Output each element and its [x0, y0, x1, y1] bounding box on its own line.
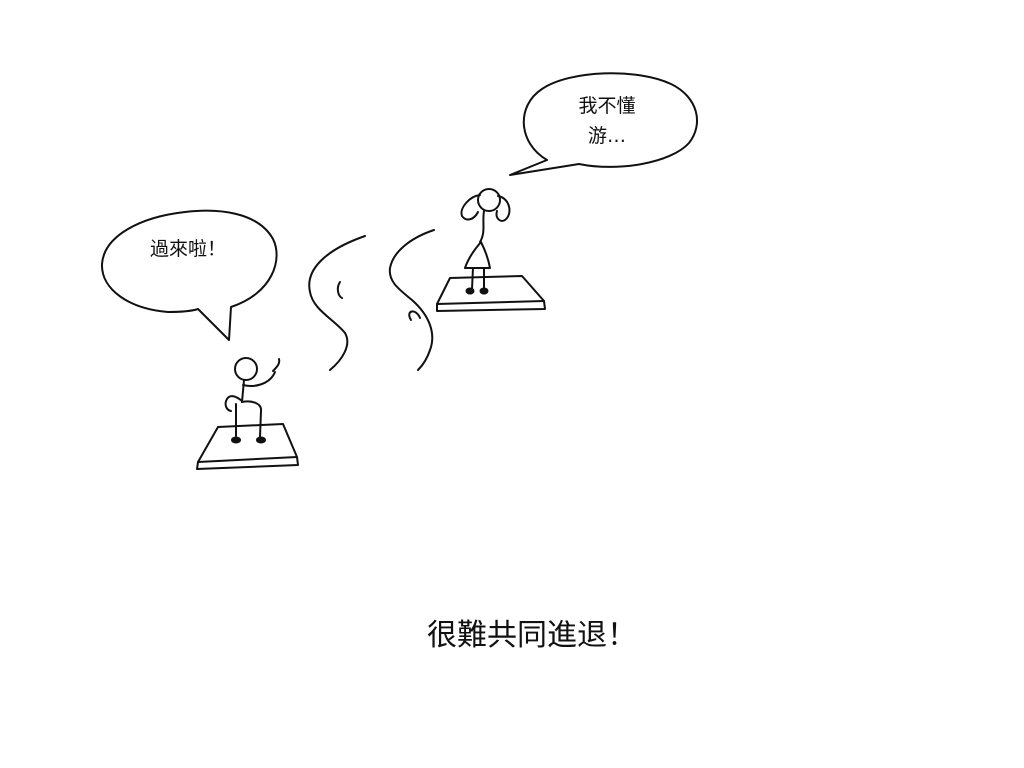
caption: 很難共同進退！	[427, 618, 637, 653]
left-platform	[196, 423, 299, 470]
right-bubble-text-group: 我不懂 游…	[555, 91, 659, 151]
right-speech-bubble	[509, 72, 698, 176]
river-strokes	[308, 229, 435, 371]
left-bubble-text: 過來啦！	[149, 238, 226, 260]
right-platform	[436, 275, 546, 312]
left-stick-figure	[224, 357, 281, 444]
left-speech-bubble	[100, 209, 278, 341]
right-bubble-line-2: 游…	[587, 125, 626, 147]
right-bubble-line-1: 我不懂	[578, 95, 636, 117]
right-stick-figure	[460, 188, 511, 295]
